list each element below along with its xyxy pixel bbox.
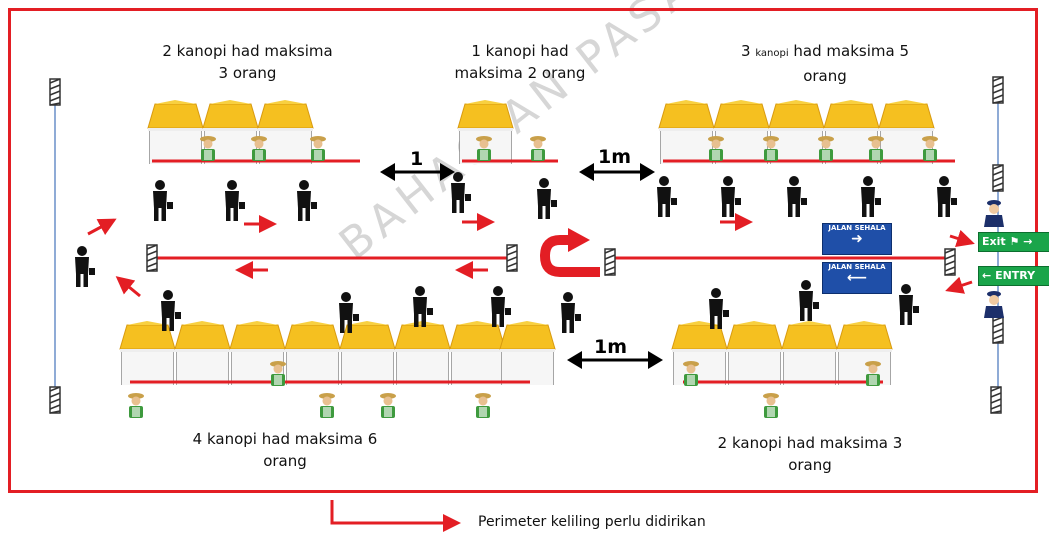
caption-bottom-right-line2: orang (788, 456, 832, 474)
distance-label-top-left: 1 (410, 148, 424, 170)
barrier-post-left-top (49, 78, 61, 106)
running-person-icon: ⚑ (1009, 235, 1020, 248)
one-way-sign-right: JALAN SEHALA ➜ (822, 223, 892, 255)
barrier-post-right-2 (992, 164, 1004, 192)
distance-label-top-right: 1m (598, 146, 632, 168)
caption-top-left-line1: 2 kanopi had maksima (162, 42, 333, 60)
caption-top-right-small: kanopi (755, 48, 789, 59)
arrow-left-icon: ⟵ (846, 270, 868, 286)
perimeter-legend: Perimeter keliling perlu didirikan (478, 514, 706, 530)
caption-top-left-line2: 3 orang (218, 64, 277, 82)
caption-bottom-right-line1: 2 kanopi had maksima 3 (717, 434, 903, 452)
distance-label-bottom: 1m (594, 336, 628, 358)
arrow-right-icon: ➜ (851, 231, 863, 247)
barrier-post-right-4 (990, 386, 1002, 414)
caption-top-right-suffix: had maksima 5 (793, 42, 909, 60)
caption-top-right-line1: 3 kanopi had maksima 5 (700, 40, 950, 65)
entry-sign: ← ENTRY (978, 266, 1049, 286)
barrier-post-right-3 (992, 316, 1004, 344)
caption-bottom-right: 2 kanopi had maksima 3 orang (690, 432, 930, 476)
caption-top-right: 3 kanopi had maksima 5 orang (700, 40, 950, 87)
caption-top-middle-line1: 1 kanopi had (471, 42, 569, 60)
exit-arrow-right-icon: → (1023, 235, 1033, 248)
one-way-sign-left: JALAN SEHALA ⟵ (822, 262, 892, 294)
exit-sign: Exit ⚑ → (978, 232, 1049, 252)
barrier-post-left-bottom (49, 386, 61, 414)
one-way-sign-right-label: JALAN SEHALA (828, 224, 886, 232)
caption-top-middle: 1 kanopi had maksima 2 orang (435, 40, 605, 84)
caption-top-middle-line2: maksima 2 orang (454, 64, 586, 82)
caption-bottom-left-line1: 4 kanopi had maksima 6 (192, 430, 378, 448)
exit-sign-label: Exit (982, 235, 1006, 248)
caption-top-right-line2: orang (803, 67, 847, 85)
caption-bottom-left: 4 kanopi had maksima 6 orang (160, 428, 410, 472)
caption-bottom-left-line2: orang (263, 452, 307, 470)
entry-arrow-left-icon: ← (982, 269, 992, 282)
one-way-sign-left-label: JALAN SEHALA (828, 263, 886, 271)
entry-sign-label: ENTRY (995, 269, 1036, 282)
caption-top-left: 2 kanopi had maksima 3 orang (140, 40, 355, 84)
caption-top-right-count: 3 (740, 42, 751, 60)
barrier-post-right-1 (992, 76, 1004, 104)
